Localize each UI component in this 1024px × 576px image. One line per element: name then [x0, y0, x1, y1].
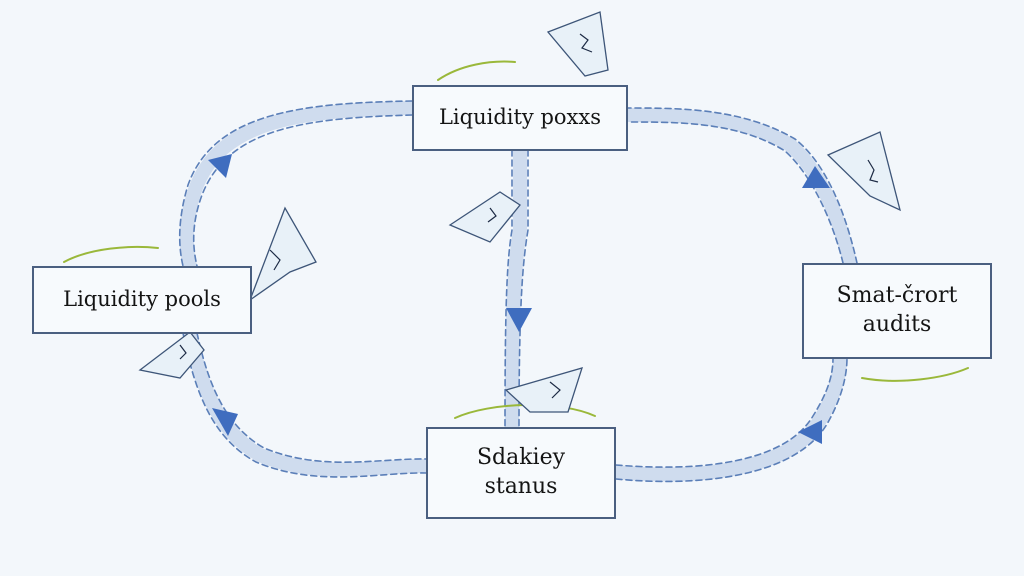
kite-icon — [504, 367, 583, 413]
arrow-icon — [212, 408, 238, 436]
node-label-line2: audits — [862, 312, 932, 337]
accent-arc — [437, 60, 516, 81]
node-smart-contract-audits: Smat-črort audits — [802, 263, 992, 359]
node-label-line1: Smat-črort — [836, 283, 958, 309]
accent-arc — [63, 245, 159, 263]
kite-icon — [448, 191, 521, 243]
kite-icon — [248, 206, 317, 302]
node-staking-status: Sdakiey stanus — [426, 427, 616, 519]
node-label: Liquidity poxxs — [438, 105, 602, 130]
edge-bottom-right — [609, 351, 847, 482]
arrow-icon — [802, 166, 830, 188]
edge-right-top — [621, 108, 857, 270]
arrow-icon — [798, 420, 822, 444]
arrow-icon — [506, 308, 532, 332]
edge-top-bottom — [505, 143, 527, 434]
kite-icon — [138, 331, 205, 379]
edge-top-left — [179, 101, 419, 273]
arrow-icon — [208, 154, 232, 178]
kite-icon — [826, 131, 901, 212]
accent-arc — [861, 367, 969, 382]
node-label: Liquidity pools — [63, 287, 221, 312]
node-liquidity-poxxs: Liquidity poxxs — [412, 85, 628, 151]
node-label-line1: Sdakiey — [476, 445, 566, 471]
kite-icon — [546, 11, 609, 77]
edge-left-bottom — [183, 326, 433, 477]
node-label-line2: stanus — [484, 474, 558, 499]
node-liquidity-pools: Liquidity pools — [32, 266, 252, 334]
